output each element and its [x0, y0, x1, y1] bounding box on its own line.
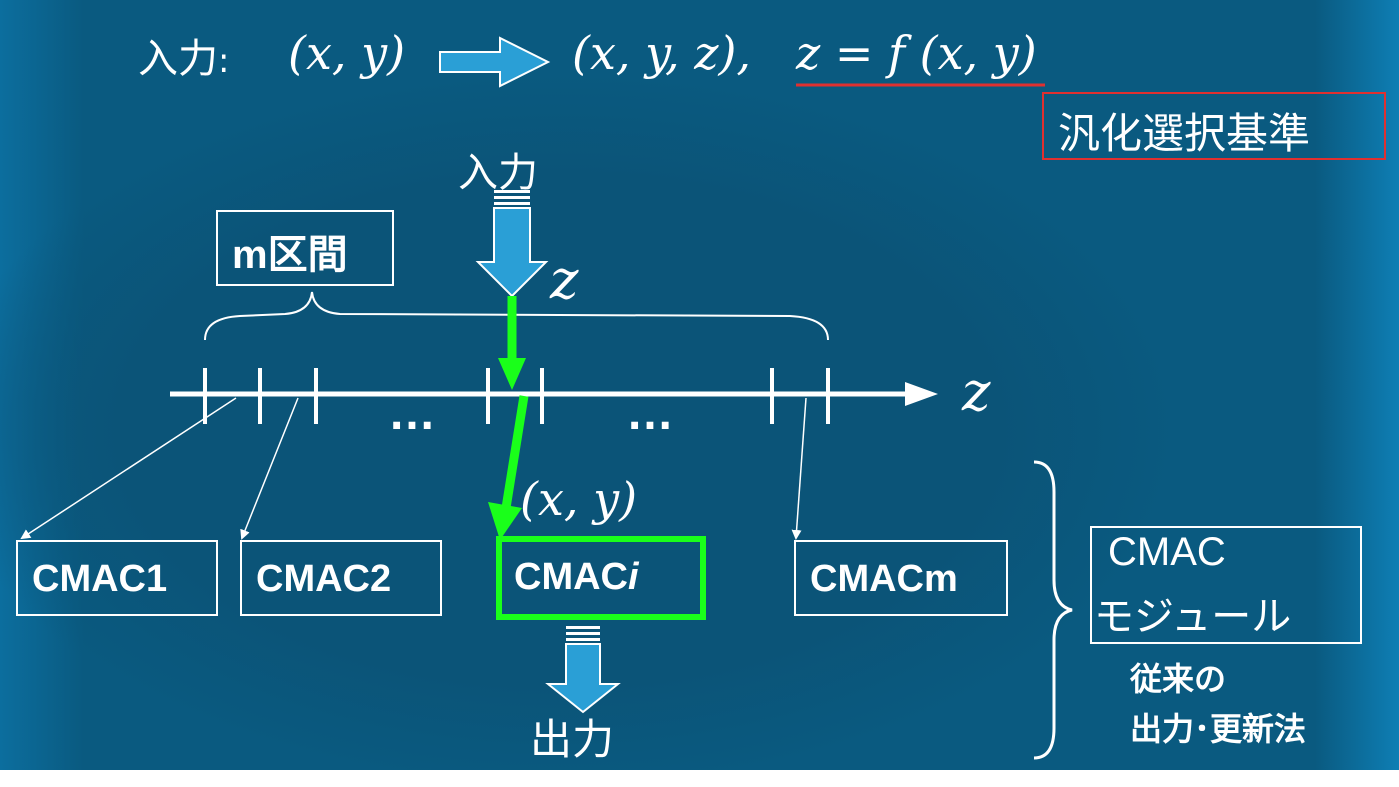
- top-input-label: 入力: [458, 150, 538, 196]
- input-down-arrow: [475, 190, 549, 298]
- header-arrow: [439, 36, 551, 88]
- diagram-graphics: [20, 36, 1073, 760]
- header-output-xyz: (x, y, z),: [572, 26, 752, 80]
- header-formula: z = f (x, y): [796, 26, 1037, 80]
- ellipsis-left: …: [388, 387, 436, 440]
- module-box-line1: CMAC: [1108, 530, 1226, 574]
- cmac-label-1: CMAC1: [32, 558, 168, 600]
- interval-label: m区間: [232, 233, 348, 277]
- z-axis: [170, 368, 938, 424]
- slide: 入力: (x, y) (x, y, z), z = f (x, y) 汎化選択基…: [0, 0, 1399, 770]
- cmac-label-selected: CMACi: [514, 556, 639, 598]
- cmac-box-m: CMACm: [794, 540, 1008, 616]
- xy-label: (x, y): [520, 472, 638, 526]
- cmac-box-2: CMAC2: [240, 540, 442, 616]
- criterion-box: [1042, 92, 1386, 160]
- conventional-line2: 出力･更新法: [1130, 711, 1307, 747]
- module-box: [1090, 526, 1362, 644]
- cmac-box-selected: CMACi: [496, 536, 706, 620]
- module-box-line2: モジュール: [1094, 594, 1292, 640]
- output-down-arrow: [545, 626, 621, 714]
- cmac-label-2: CMAC2: [256, 558, 392, 600]
- cmac-label-m: CMACm: [810, 558, 958, 600]
- interval-box: [216, 210, 394, 286]
- connector-arrows: [20, 397, 807, 540]
- interval-brace: [204, 291, 829, 341]
- header-input-label: 入力:: [138, 36, 230, 82]
- output-label: 出力: [530, 715, 615, 764]
- conventional-line1: 従来の: [1130, 661, 1227, 697]
- criterion-label: 汎化選択基準: [1058, 109, 1311, 158]
- selection-path: [488, 296, 529, 540]
- cmac-box-1: CMAC1: [16, 540, 218, 616]
- z-label-axis: z: [962, 360, 991, 423]
- header-input-xy: (x, y): [288, 26, 406, 80]
- ellipsis-right: …: [626, 387, 674, 440]
- z-label-arrow: z: [550, 248, 579, 311]
- module-brace: [1033, 460, 1073, 760]
